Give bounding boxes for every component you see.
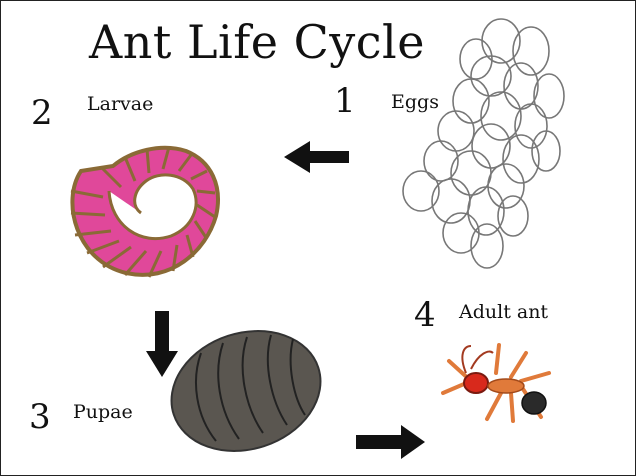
arrow-larvae-to-pupae [146, 311, 178, 377]
arrow-pupae-to-adult [356, 425, 425, 459]
adult-ant-drawing [443, 345, 549, 421]
pupa-drawing [156, 312, 336, 469]
eggs-drawing [403, 19, 564, 268]
arrow-eggs-to-larvae [284, 141, 349, 173]
larva-drawing [71, 147, 218, 277]
